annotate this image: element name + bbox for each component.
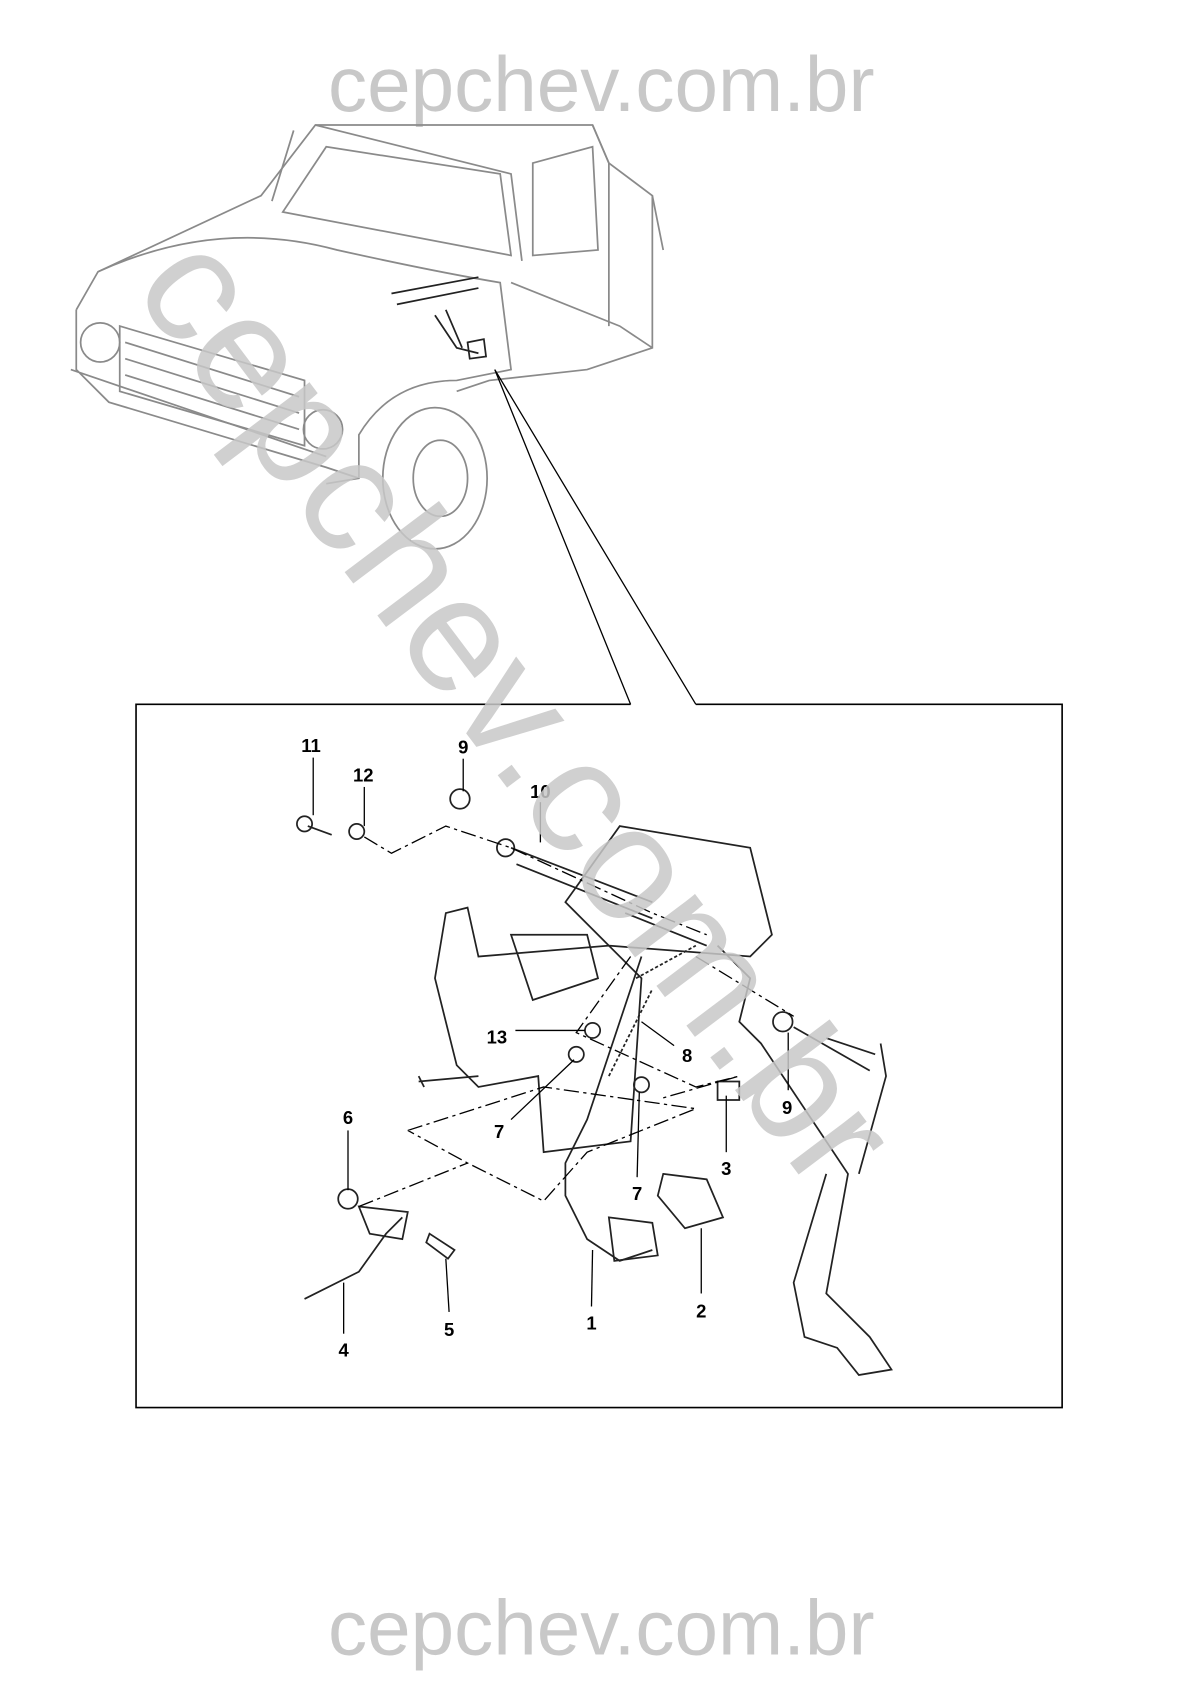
- callout-4: 4: [339, 1340, 350, 1361]
- truck-illustration: [70, 124, 665, 550]
- callout-2: 2: [696, 1300, 706, 1321]
- callout-10: 10: [530, 781, 551, 802]
- callout-1: 1: [586, 1312, 596, 1333]
- callout-7-left: 7: [494, 1121, 504, 1142]
- callout-9-right: 9: [782, 1097, 792, 1118]
- callout-3: 3: [721, 1158, 731, 1179]
- detail-frame: [135, 703, 1063, 1409]
- pedal-assembly-drawing: [296, 788, 893, 1376]
- callout-13: 13: [487, 1026, 508, 1047]
- watermark-diagonal: cepchev.com.br: [103, 199, 934, 1219]
- callout-9-top: 9: [458, 736, 468, 757]
- callout-11: 11: [301, 735, 321, 756]
- callout-leaders: [312, 757, 789, 1334]
- zoom-leader: [494, 369, 697, 705]
- callout-5: 5: [444, 1319, 454, 1340]
- watermark-top: cepchev.com.br: [328, 40, 875, 128]
- callout-12: 12: [353, 765, 374, 786]
- callout-8: 8: [682, 1045, 692, 1066]
- watermark-bottom: cepchev.com.br: [328, 1583, 875, 1671]
- callout-6: 6: [343, 1107, 353, 1128]
- assembly-lines: [358, 825, 794, 1208]
- callout-7-right: 7: [632, 1183, 642, 1204]
